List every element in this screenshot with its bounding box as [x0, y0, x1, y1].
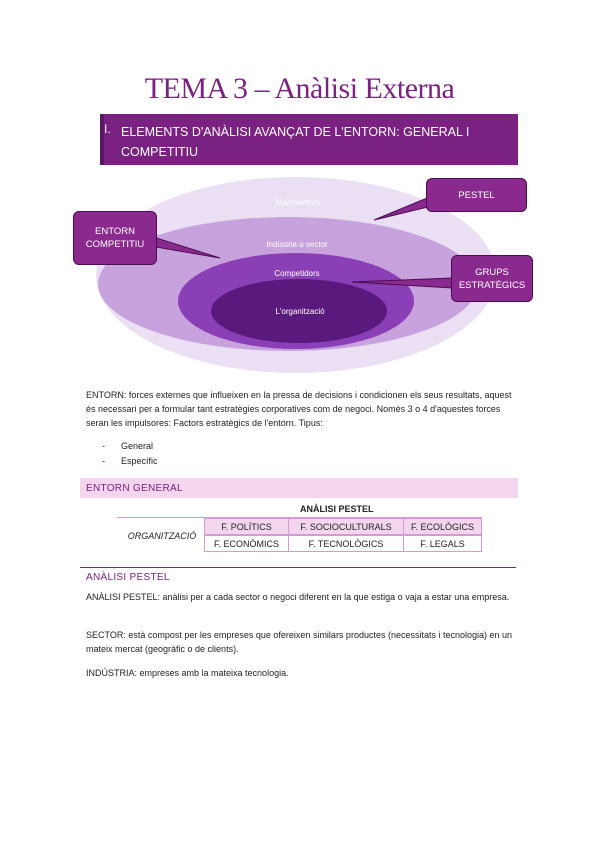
label-macroentorn: Macroentorn [276, 198, 321, 207]
entorn-general-heading: ENTORN GENERAL [86, 483, 183, 494]
def-sector: SECTOR: està compost per les empreses qu… [86, 630, 513, 654]
bullet-dash: - [102, 441, 105, 451]
pestel-cell: F. ECOLÒGICS [403, 518, 482, 535]
analisi-pestel-rule [80, 567, 516, 568]
analisi-pestel-heading: ANÀLISI PESTEL [86, 572, 170, 583]
entorn-paragraph: ENTORN: forces externes que influeixen e… [86, 390, 512, 428]
pestel-cell: F. SOCIOCULTURALS [288, 518, 404, 535]
callout-pestel: PESTEL [426, 178, 527, 212]
def-industria: INDÚSTRIA: empreses amb la mateixa tecno… [86, 668, 289, 678]
entorn-type-especific: Específic [121, 456, 158, 466]
pestel-row-label: ORGANITZACIÓ [127, 531, 197, 541]
callout-entorn-label: ENTORN COMPETITIU [85, 226, 145, 250]
environment-diagram: Macroentorn Indústria o sector Competido… [96, 177, 496, 373]
section-banner [100, 114, 518, 165]
callout-grups-label: GRUPS ESTRATÈGICS [458, 266, 526, 291]
callout-entorn-competitiu: ENTORN COMPETITIU [73, 211, 157, 265]
label-industria: Indústria o sector [266, 240, 328, 249]
def-analisi-pestel: ANÀLISI PESTEL: anàlisi per a cada secto… [86, 592, 510, 602]
page-title: TEMA 3 – Anàlisi Externa [144, 72, 455, 105]
entorn-type-general: General [121, 441, 154, 451]
pestel-cell: F. POLÍTICS [204, 518, 289, 535]
section-number: I. [104, 122, 111, 136]
table-divider [117, 517, 482, 518]
pestel-cell: F. LEGALS [403, 535, 482, 552]
bullet-dash: - [102, 456, 105, 466]
callout-pestel-label: PESTEL [458, 189, 495, 201]
entorn-general-banner [80, 478, 518, 498]
pestel-cell: F. ECONÒMICS [204, 535, 289, 552]
label-organitzacio: L'organització [275, 307, 325, 316]
callout-grups-estrategics: GRUPS ESTRATÈGICS [451, 255, 533, 302]
pestel-cell: F. TECNOLÒGICS [288, 535, 404, 552]
ring-organitzacio [211, 279, 387, 343]
pestel-table-title: ANÀLISI PESTEL [300, 504, 374, 514]
section-heading: ELEMENTS D'ANÀLISI AVANÇAT DE L'ENTORN: … [121, 125, 470, 159]
label-competidors: Competidors [274, 269, 319, 278]
